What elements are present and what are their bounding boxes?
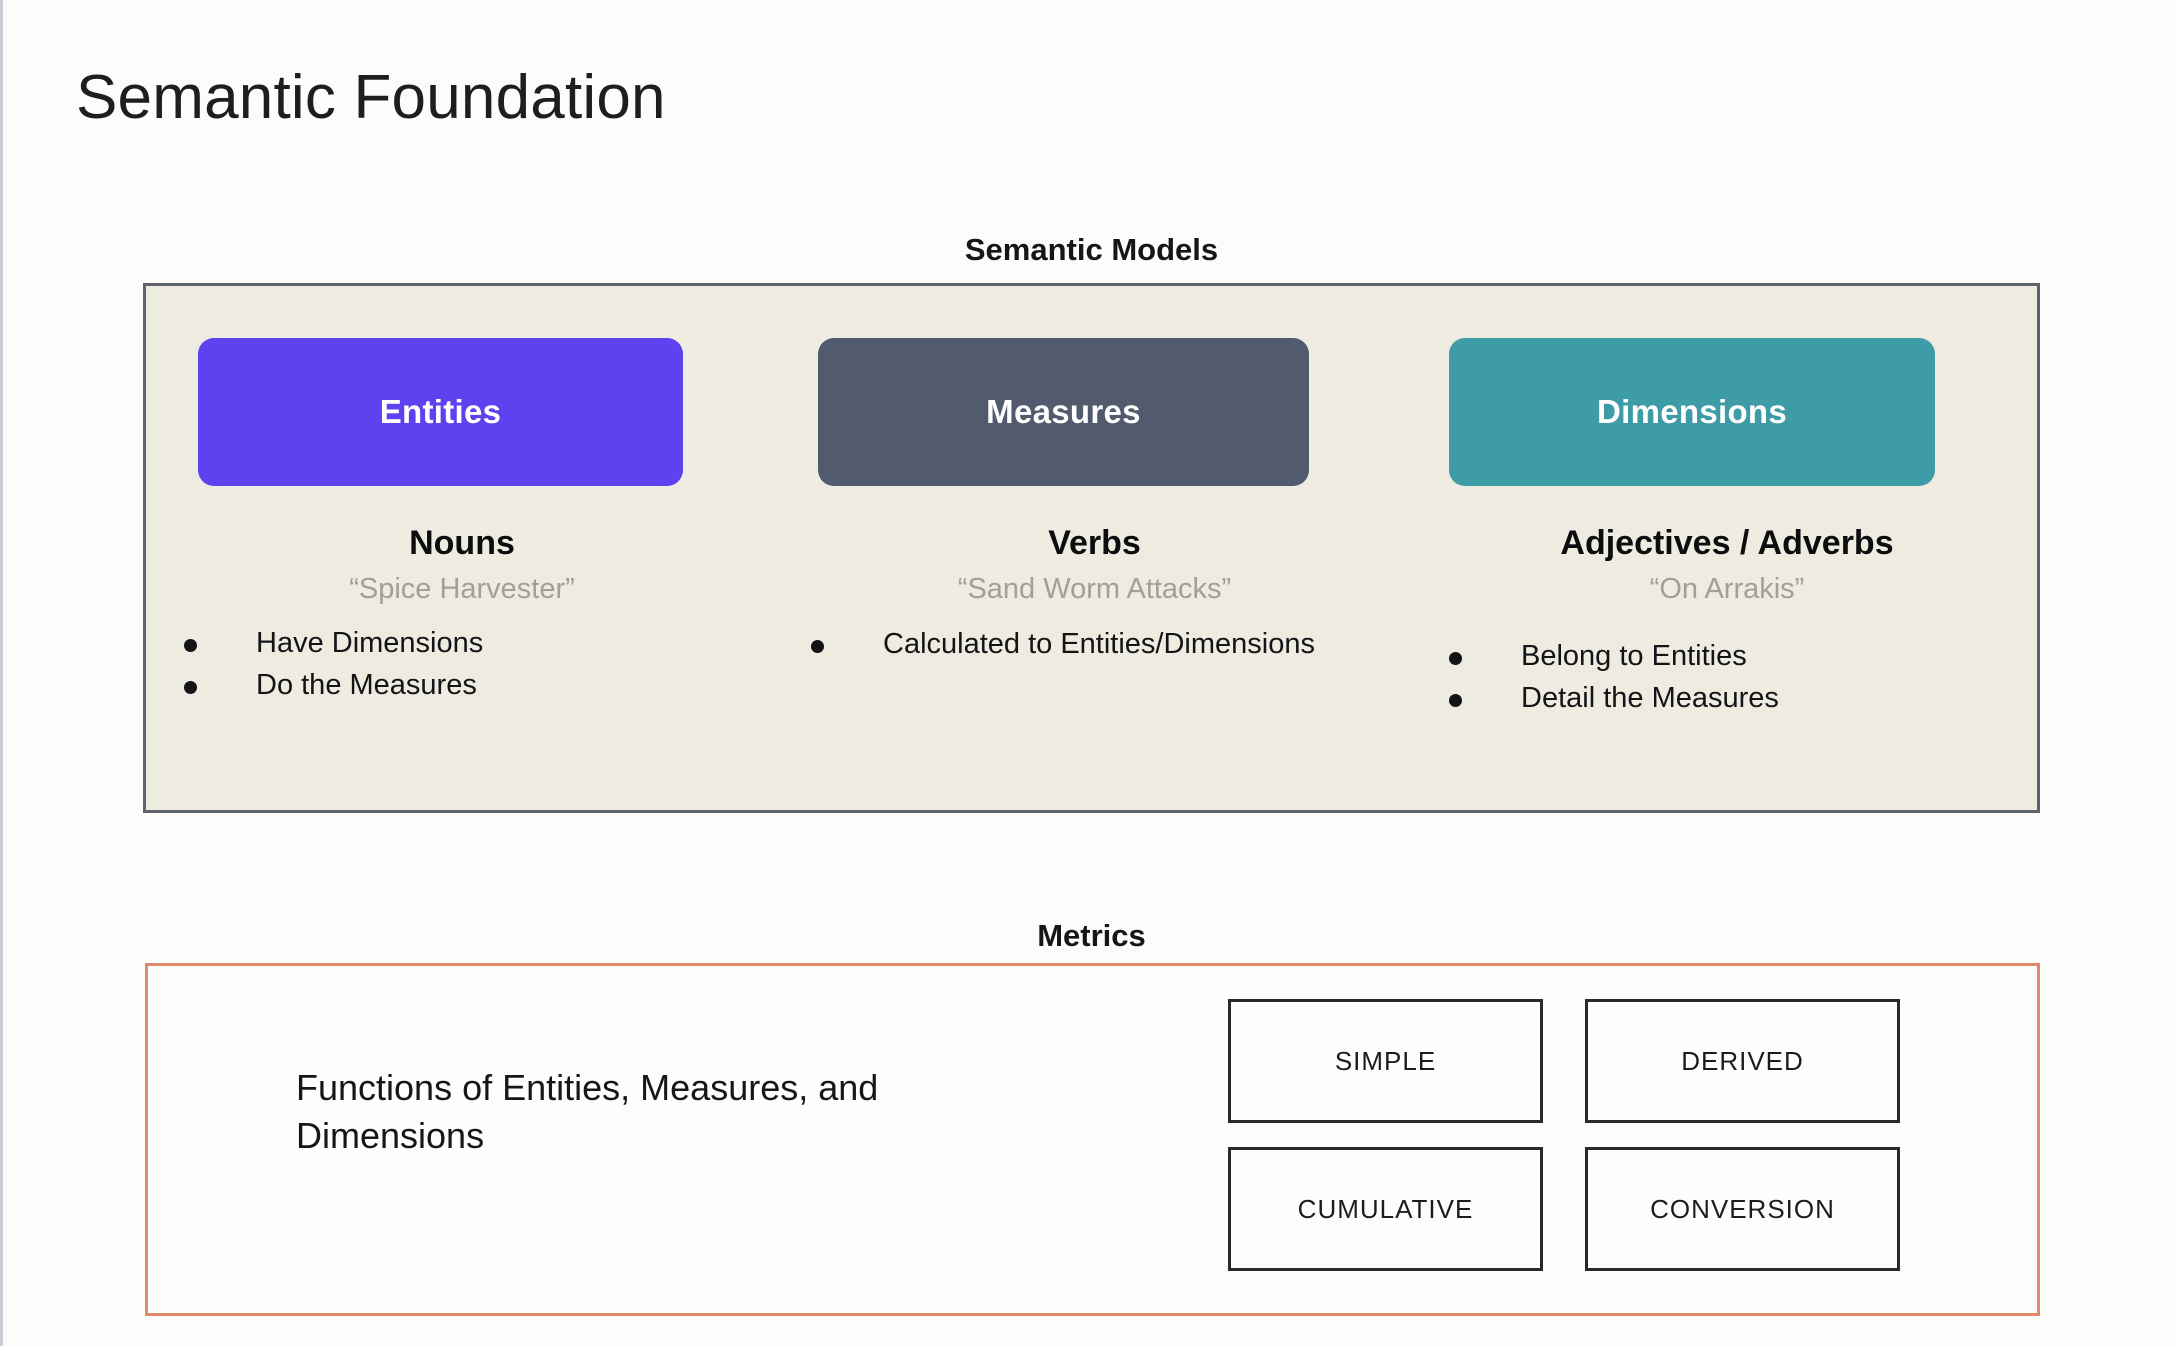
semantic-models-heading: Semantic Models [964,232,1219,267]
dimensions-bullet-list: Belong to Entities Detail the Measures [1441,636,2011,720]
bullet-dot-icon [1449,652,1462,665]
bullet-dot-icon [1449,694,1462,707]
list-item-label: Detail the Measures [1521,682,1779,714]
metric-type-cumulative[interactable]: CUMULATIVE [1228,1147,1543,1271]
list-item-label: Have Dimensions [256,627,484,659]
measures-bullet-list: Calculated to Entities/Dimensions [803,624,1373,666]
entities-pill[interactable]: Entities [198,338,683,486]
list-item-label: Do the Measures [256,669,477,701]
dimensions-example: “On Arrakis” [1649,573,1805,605]
list-item: Calculated to Entities/Dimensions [803,624,1373,665]
metric-type-derived[interactable]: DERIVED [1585,999,1900,1123]
list-item-label: Calculated to Entities/Dimensions [883,628,1315,660]
measures-example: “Sand Worm Attacks” [957,573,1232,605]
entities-example: “Spice Harvester” [349,573,575,605]
measures-part-of-speech: Verbs [1048,524,1141,562]
metrics-description: Functions of Entities, Measures, and Dim… [296,1067,879,1156]
bullet-dot-icon [184,681,197,694]
metrics-panel: Functions of Entities, Measures, and Dim… [145,963,2040,1316]
page-left-edge [0,0,3,1346]
metric-type-simple[interactable]: SIMPLE [1228,999,1543,1123]
dimensions-part-of-speech: Adjectives / Adverbs [1560,524,1894,562]
list-item-label: Belong to Entities [1521,640,1747,672]
list-item: Detail the Measures [1441,678,2011,719]
dimensions-pill[interactable]: Dimensions [1449,338,1935,486]
list-item: Belong to Entities [1441,636,2011,677]
entities-bullet-list: Have Dimensions Do the Measures [176,623,736,707]
semantic-column-dimensions: Dimensions Adjectives / Adverbs “On Arra… [1411,286,2043,810]
bullet-dot-icon [184,639,197,652]
measures-pill[interactable]: Measures [818,338,1309,486]
entities-part-of-speech: Nouns [409,524,515,562]
semantic-column-measures: Measures Verbs “Sand Worm Attacks” Calcu… [778,286,1411,810]
list-item: Have Dimensions [176,623,736,664]
semantic-models-panel: Entities Nouns “Spice Harvester” Have Di… [143,283,2040,813]
list-item: Do the Measures [176,665,736,706]
metric-type-grid: SIMPLE DERIVED CUMULATIVE CONVERSION [1228,999,1928,1271]
metrics-heading: Metrics [1037,918,1146,953]
metric-type-conversion[interactable]: CONVERSION [1585,1147,1900,1271]
page-title: Semantic Foundation [76,63,666,132]
bullet-dot-icon [811,640,824,653]
semantic-column-entities: Entities Nouns “Spice Harvester” Have Di… [146,286,778,810]
